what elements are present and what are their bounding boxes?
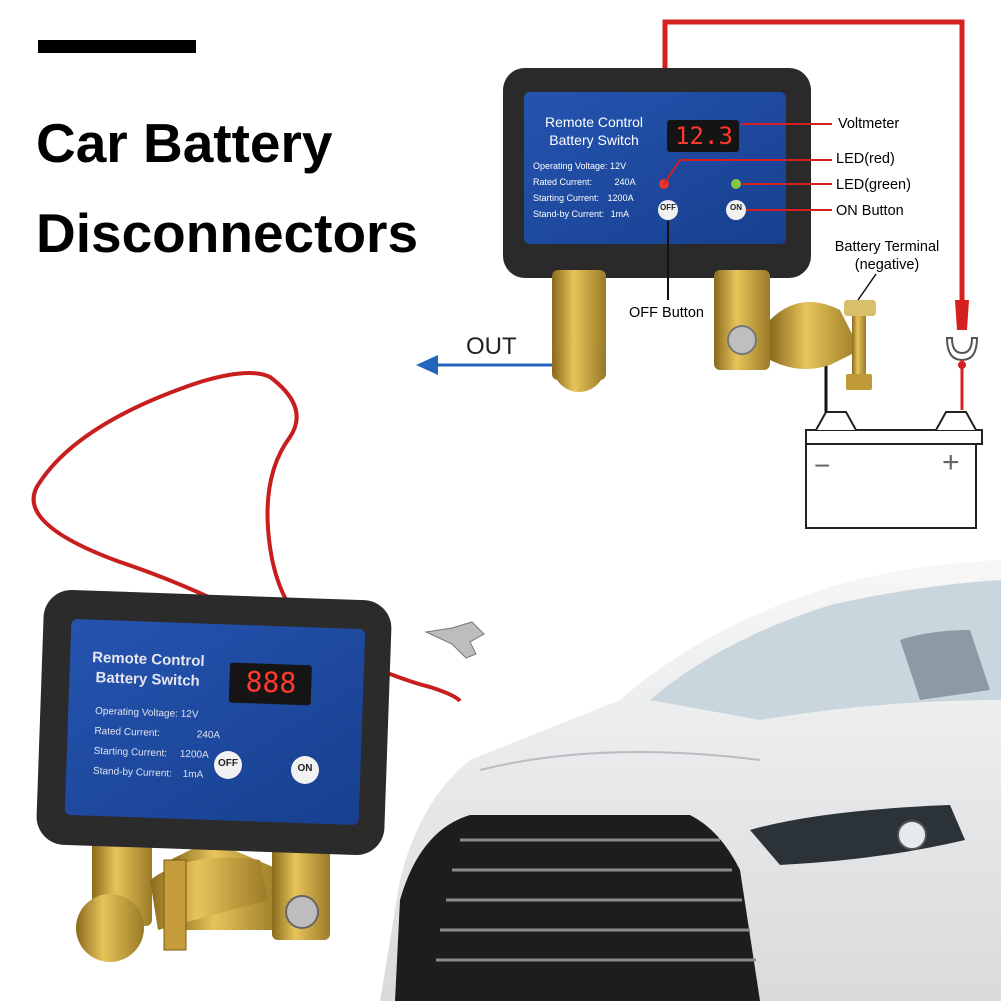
diagram-spec-list: Operating Voltage: 12V Rated Current: 24…: [533, 158, 636, 222]
callout-lines: [663, 123, 832, 211]
title-line-2: Disconnectors: [36, 202, 419, 264]
spec-standby-current: Stand-by Current: 1mA: [533, 209, 630, 219]
diagram-device-name: Remote Control Battery Switch: [544, 114, 644, 148]
spec-rated-current: Rated Current: 240A: [533, 177, 636, 187]
photo-off-button[interactable]: OFF: [218, 758, 238, 769]
photo-device: [36, 589, 392, 962]
diagram-fork-terminal: [945, 337, 979, 362]
diagram-red-wire: [662, 19, 965, 325]
battery-diagram: [805, 334, 983, 529]
callout-led-red: LED(red): [836, 151, 895, 167]
page-title: Car Battery Disconnectors: [36, 98, 418, 278]
diagram-off-button[interactable]: OFF: [660, 203, 676, 212]
diagram-on-button[interactable]: ON: [730, 203, 742, 212]
callout-on-button: ON Button: [836, 203, 904, 219]
photo-voltmeter-display: 888: [245, 665, 297, 700]
photo-on-button[interactable]: ON: [297, 763, 313, 774]
photo-device-name: Remote Control Battery Switch: [91, 649, 205, 690]
diagram-voltmeter-display: 12.3: [675, 122, 733, 150]
diagram-device: [503, 68, 876, 392]
spec-starting-current: Starting Current: 1200A: [533, 193, 634, 203]
title-accent-bar: [38, 40, 196, 53]
callout-off-button: OFF Button: [629, 305, 704, 321]
car-image: [380, 560, 1001, 1001]
out-label: OUT: [466, 333, 517, 360]
diagram-ring-connector: [955, 300, 969, 330]
photo-spec-list: Operating Voltage: 12V Rated Current: 24…: [93, 702, 221, 786]
callout-battery-terminal: Battery Terminal (negative): [834, 239, 940, 273]
battery-plus-sign: +: [942, 446, 960, 479]
callout-voltmeter: Voltmeter: [838, 116, 900, 132]
spec-operating-voltage: Operating Voltage: 12V: [533, 161, 627, 171]
battery-minus-sign: −: [814, 450, 831, 481]
callout-led-green: LED(green): [836, 177, 911, 193]
title-line-1: Car Battery: [36, 112, 333, 174]
